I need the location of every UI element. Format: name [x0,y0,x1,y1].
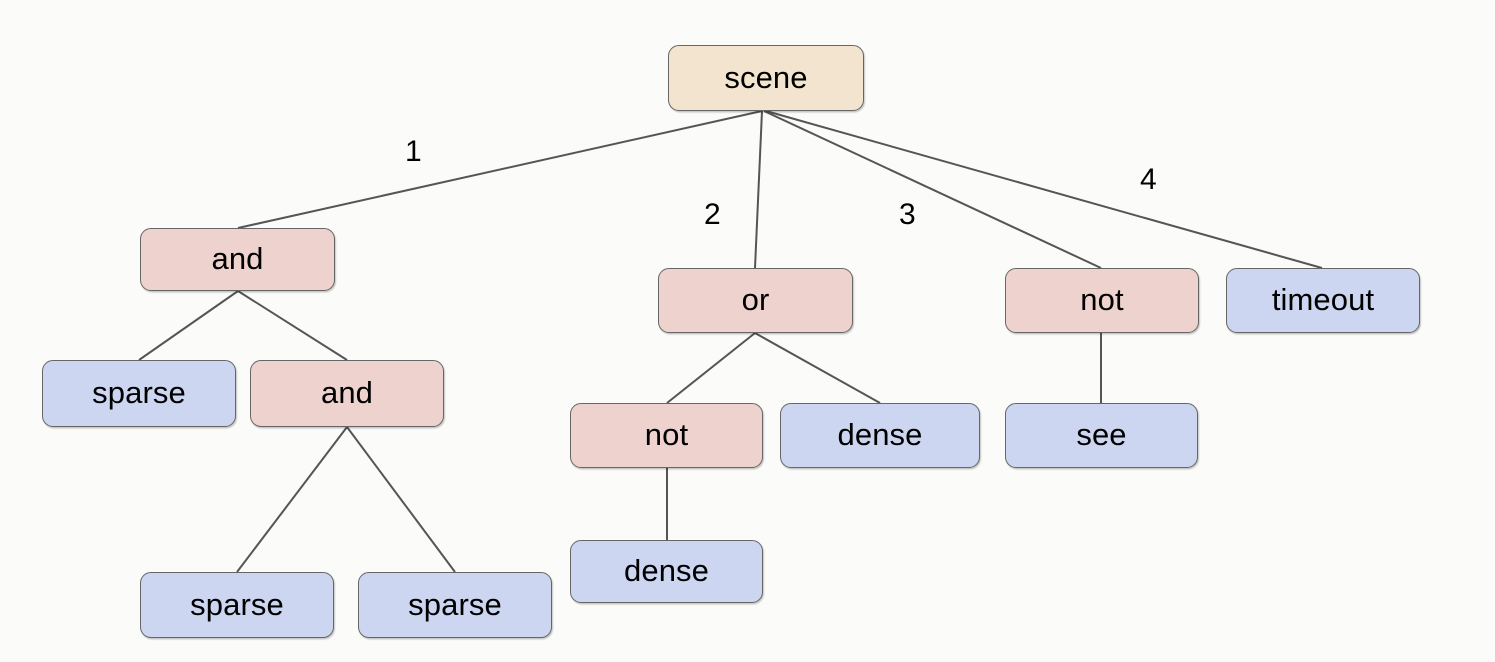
tree-edge [237,290,348,361]
tree-node-label: sparse [408,586,502,622]
edge-label-2: 2 [704,198,721,231]
tree-node-and2[interactable]: and [250,360,444,427]
tree-node-sparse2[interactable]: sparse [140,572,334,638]
tree-node-label: timeout [1271,282,1375,317]
tree-node-or1[interactable]: or [658,268,853,333]
edge-label-4: 4 [1140,163,1157,196]
tree-node-and1[interactable]: and [140,228,335,291]
tree-edge [763,110,1102,269]
tree-node-not1[interactable]: not [570,403,763,468]
tree-edge [754,332,881,404]
tree-node-dense1[interactable]: dense [780,403,980,468]
tree-node-label: and [320,375,374,410]
tree-node-label: and [211,241,264,276]
tree-node-label: see [1076,417,1127,452]
tree-edge [754,110,763,269]
tree-node-timeout[interactable]: timeout [1226,268,1420,333]
tree-node-label: not [644,417,689,452]
tree-edge [346,426,456,573]
tree-edge [236,426,348,573]
tree-node-label: dense [624,553,709,588]
tree-node-not2[interactable]: not [1005,268,1199,333]
tree-node-label: sparse [92,375,186,410]
tree-node-label: scene [724,59,808,95]
tree-node-dense2[interactable]: dense [570,540,763,603]
tree-edge [765,110,1323,269]
tree-edge [237,110,763,229]
tree-node-see[interactable]: see [1005,403,1198,468]
tree-node-sparse1[interactable]: sparse [42,360,236,427]
edge-label-1: 1 [405,135,422,168]
tree-node-scene[interactable]: scene [668,45,864,111]
tree-node-label: dense [837,417,923,452]
tree-node-label: or [741,282,770,317]
tree-node-label: not [1080,282,1124,317]
tree-node-label: sparse [190,586,284,622]
tree-node-sparse3[interactable]: sparse [358,572,552,638]
tree-edge [138,290,239,361]
edge-label-3: 3 [899,198,916,231]
tree-edge [666,332,756,404]
